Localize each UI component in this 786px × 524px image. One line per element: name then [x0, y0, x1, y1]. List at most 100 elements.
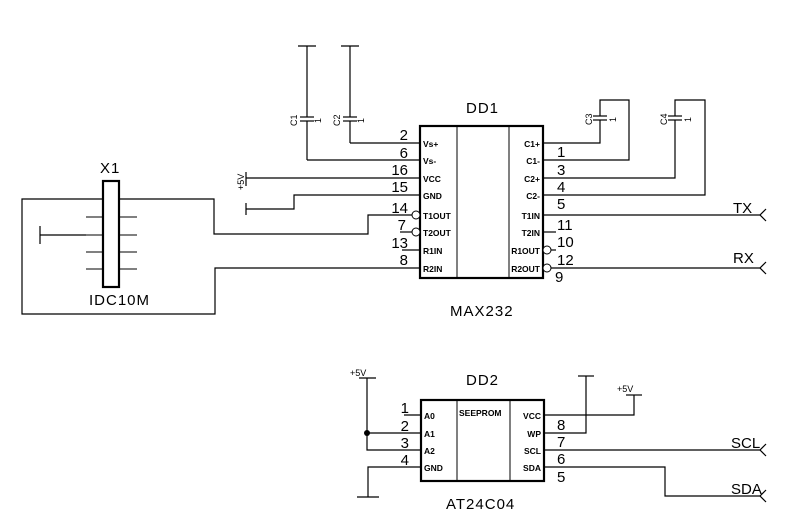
sda-net-arrow: [759, 489, 767, 503]
dd1-part: MAX232: [450, 303, 514, 320]
dd2-pin-label: VCC: [523, 411, 541, 421]
capacitor-c1[interactable]: C1 1: [289, 45, 323, 160]
dd1-r2out-bubble: [542, 263, 552, 273]
dd1-pin-number: 11: [557, 217, 573, 234]
dd1-pin-number: 12: [557, 252, 574, 269]
dd1-pin-number: 10: [557, 234, 574, 251]
wire-gnd-dd1: [246, 194, 420, 210]
wire-wp: [544, 376, 587, 434]
dd1-pin-number: 7: [398, 217, 406, 234]
net-label-scl[interactable]: SCL: [731, 435, 760, 452]
rx-net-arrow: [759, 261, 767, 275]
c3-ref: C3: [584, 113, 594, 125]
dd1-pin-number: 15: [391, 179, 408, 196]
capacitor-c3[interactable]: C3 1: [543, 99, 630, 161]
dd1-r1out-bubble: [542, 245, 552, 255]
dd1-pin-number: 1: [557, 144, 565, 161]
dd1-pin-label: R2OUT: [511, 264, 541, 274]
net-label-rx[interactable]: RX: [733, 250, 754, 267]
junction-dot: [364, 430, 370, 436]
dd2-pin-number: 5: [557, 469, 565, 486]
x1-body: [101, 179, 121, 289]
vcc-label: +5V: [236, 174, 246, 190]
dd1-pin-label: Vs-: [423, 156, 436, 166]
power-vcc-dd1: +5V: [236, 172, 420, 190]
dd2-pin-label: SDA: [523, 463, 541, 473]
dd1-pin-label: T1IN: [522, 211, 540, 221]
dd1-pin-label: C2-: [526, 191, 540, 201]
dd2-pin-label: A0: [424, 411, 435, 421]
connector-x1[interactable]: X1 IDC10M: [86, 160, 150, 309]
dd2-pin-label: SCL: [524, 446, 541, 456]
wire-x1-r2in: [21, 198, 420, 315]
ground-dd1: [245, 194, 420, 215]
dd2-pin-label: WP: [527, 429, 541, 439]
dd1-pin-label: R1IN: [423, 246, 442, 256]
wire-a2-vcc: [366, 378, 421, 451]
dd1-pin-label: T2OUT: [423, 228, 452, 238]
dd1-body: [418, 124, 545, 280]
dd2-pin-number: 6: [557, 451, 565, 468]
dd1-pin-label: R1OUT: [511, 246, 541, 256]
dd1-pin-number: 4: [557, 179, 565, 196]
dd1-pin-number: 2: [400, 127, 408, 144]
c2-value: 1: [356, 118, 366, 123]
dd1-pin-label: C2+: [524, 174, 540, 184]
dd1-pin-label: GND: [423, 191, 442, 201]
dd2-pin-number: 3: [401, 435, 409, 452]
dd1-pin-label: T2IN: [522, 228, 540, 238]
dd2-pin-number: 1: [401, 400, 409, 417]
c3-loop-wire: [543, 99, 630, 161]
dd1-pin-number: 3: [557, 162, 565, 179]
c1-ref: C1: [289, 114, 299, 126]
dd2-center-label: SEEPROM: [459, 408, 502, 418]
ic-dd1-max232[interactable]: DD1 MAX232 Vs+ Vs- VCC GND T1OUT T2OUT R…: [391, 100, 573, 320]
wire-gnd-dd2: [367, 466, 421, 497]
dd2-ref: DD2: [466, 372, 499, 389]
dd2-pin-label: GND: [424, 463, 443, 473]
dd1-pin-label: C1-: [526, 156, 540, 166]
dd1-pin-label: C1+: [524, 139, 540, 149]
dd2-pin-number: 7: [557, 434, 565, 451]
dd1-pin-number: 5: [557, 196, 565, 213]
wire-sda: [544, 466, 760, 497]
scl-net-arrow: [759, 443, 767, 457]
c4-value: 1: [683, 117, 693, 122]
dd2-pin-label: A1: [424, 429, 435, 439]
dd1-pin-number: 14: [391, 200, 408, 217]
c2-ref: C2: [332, 114, 342, 126]
net-label-sda[interactable]: SDA: [731, 481, 762, 498]
x1-part: IDC10M: [89, 292, 150, 309]
dd1-t2out-bubble: [411, 227, 421, 237]
dd1-pin-label: VCC: [423, 174, 441, 184]
x1-ref: X1: [100, 160, 120, 177]
vcc-label: +5V: [350, 368, 366, 378]
dd1-pin-number: 16: [391, 162, 408, 179]
dd2-pin-label: A2: [424, 446, 435, 456]
ic-dd2-at24c04[interactable]: DD2 SEEPROM AT24C04 A0 A1 A2 GND VCC WP …: [401, 372, 566, 513]
dd1-pin-label: R2IN: [423, 264, 442, 274]
c1-value: 1: [313, 118, 323, 123]
c3-bottom-wire: [543, 120, 601, 144]
ground-dd2: [357, 466, 421, 498]
dd1-t1out-bubble: [411, 210, 421, 220]
capacitor-c4[interactable]: C4 1: [543, 99, 706, 196]
dd2-body: [419, 398, 546, 483]
dd1-pin-number: 6: [400, 145, 408, 162]
dd1-pin-number: 8: [400, 252, 408, 269]
c4-loop-wire: [543, 99, 706, 196]
power-vcc-dd2-address: +5V: [350, 368, 421, 451]
dd2-pin-number: 4: [401, 452, 409, 469]
c4-ref: C4: [659, 113, 669, 125]
dd2-pin-number: 2: [401, 418, 409, 435]
dd1-pin-label: T1OUT: [423, 211, 452, 221]
capacitor-c2[interactable]: C2 1: [332, 45, 366, 143]
dd1-ref: DD1: [466, 100, 499, 117]
net-label-tx[interactable]: TX: [733, 200, 752, 217]
wire-x1-t1out: [119, 198, 412, 235]
dd2-pin-number: 8: [557, 417, 565, 434]
c3-value: 1: [608, 117, 618, 122]
c4-bottom-wire: [543, 120, 676, 179]
vcc-label-dd2: +5V: [617, 384, 633, 394]
